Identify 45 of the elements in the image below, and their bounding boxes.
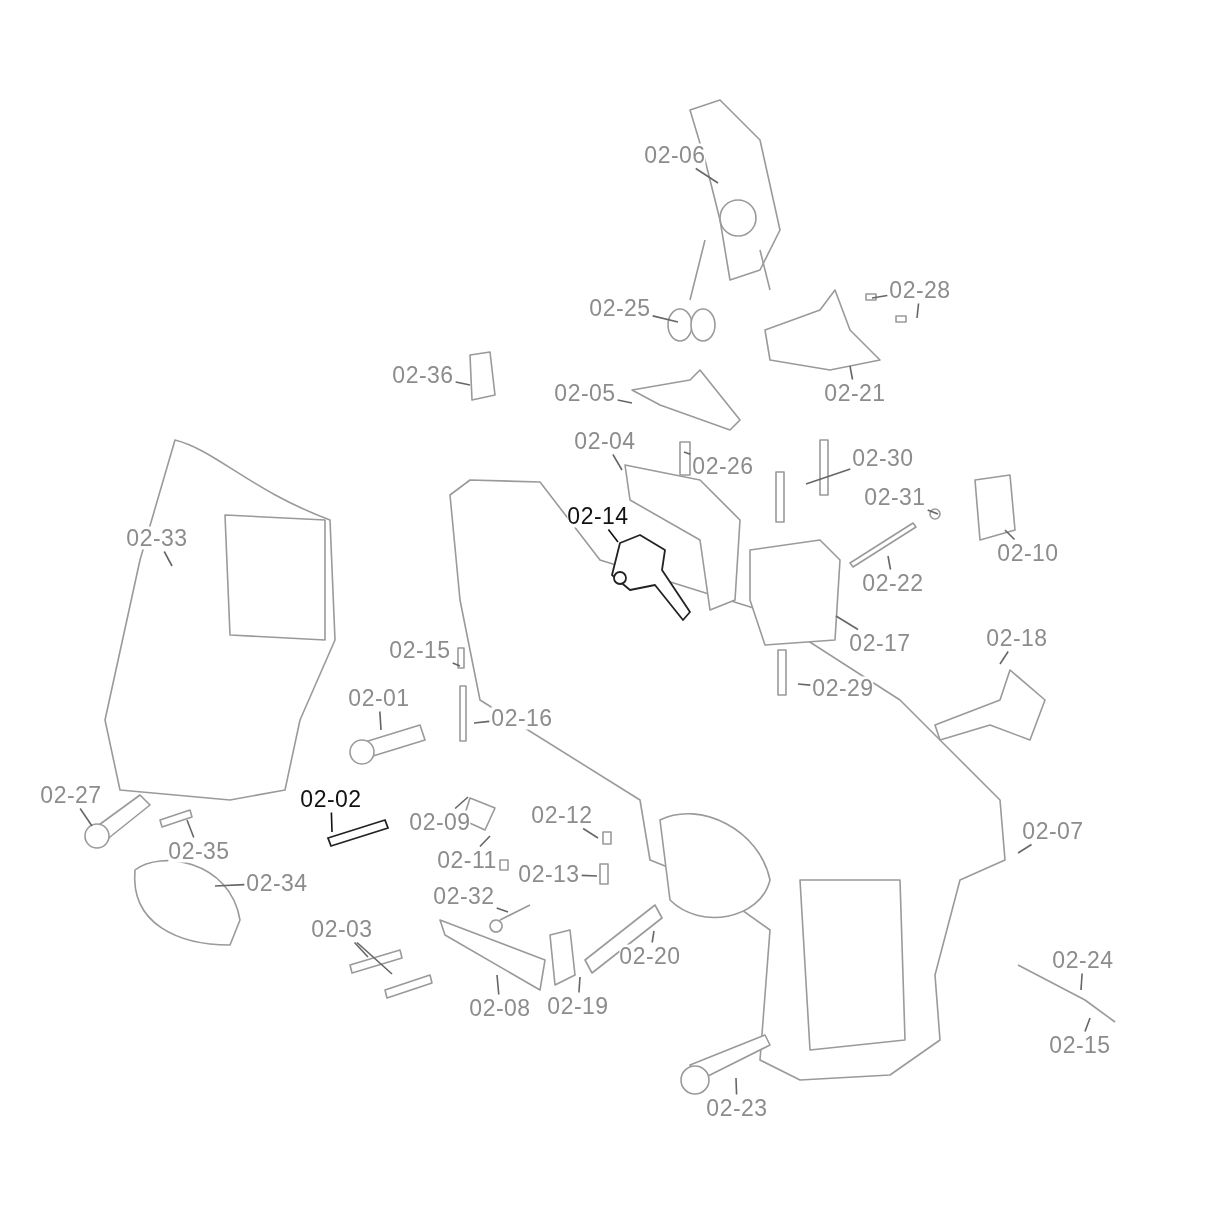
leader-line bbox=[651, 315, 679, 323]
leader-line bbox=[582, 827, 599, 839]
callout-number: 02-35 bbox=[168, 839, 230, 863]
leader-line bbox=[835, 615, 859, 631]
leader-line bbox=[1080, 972, 1083, 991]
leader-line bbox=[578, 976, 581, 994]
leader-line bbox=[616, 399, 633, 404]
leader-line bbox=[186, 819, 195, 839]
leader-line bbox=[163, 550, 173, 567]
leader-line bbox=[612, 453, 623, 471]
leader-line bbox=[916, 302, 920, 319]
leader-line bbox=[496, 974, 500, 996]
leader-line bbox=[651, 930, 655, 944]
leader-line bbox=[1004, 529, 1016, 541]
leader-line bbox=[356, 941, 393, 975]
leader-line bbox=[454, 796, 469, 810]
leader-line bbox=[805, 468, 852, 485]
leader-line bbox=[607, 528, 619, 543]
leader-line bbox=[79, 807, 93, 827]
leader-line bbox=[1084, 1017, 1091, 1033]
callout-number: 02-06 bbox=[644, 143, 706, 167]
leader-line bbox=[926, 509, 939, 515]
leader-line bbox=[694, 167, 719, 184]
leader-line bbox=[1017, 843, 1033, 854]
leader-line bbox=[797, 683, 812, 686]
leader-line bbox=[479, 835, 491, 848]
leader-line bbox=[580, 874, 598, 877]
callout-number: 02-33 bbox=[126, 526, 188, 550]
callout-number: 02-26 bbox=[692, 454, 754, 478]
leader-line bbox=[473, 720, 491, 724]
leader-line bbox=[849, 365, 854, 381]
leader-line bbox=[379, 710, 382, 731]
leader-line bbox=[683, 451, 692, 456]
leader-line bbox=[214, 883, 246, 887]
callout-number: 02-14 bbox=[567, 504, 629, 528]
leader-line bbox=[330, 811, 333, 833]
leader-line bbox=[735, 1077, 738, 1096]
callout-number: 02-16 bbox=[491, 706, 553, 730]
leader-line bbox=[871, 294, 889, 299]
leader-line bbox=[451, 662, 461, 667]
leader-line bbox=[495, 907, 509, 913]
leader-line bbox=[353, 941, 369, 958]
leader-line bbox=[887, 555, 892, 571]
leader-line bbox=[454, 381, 471, 386]
leader-line bbox=[999, 650, 1009, 665]
